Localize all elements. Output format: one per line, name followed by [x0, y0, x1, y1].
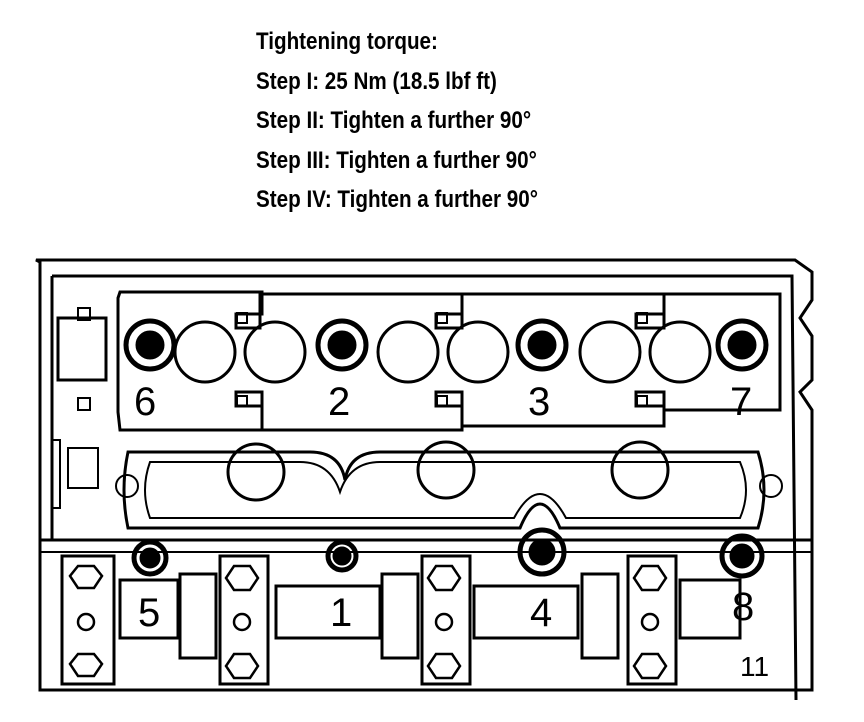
gasket-band-inner	[144, 461, 747, 519]
bolt-number-8: 8	[732, 585, 754, 629]
bolt-number-5: 5	[138, 591, 160, 635]
torque-step-2: Step II: Tighten a further 90°	[256, 107, 532, 134]
gasket-band-outer	[122, 450, 766, 530]
gasket-hole-3	[610, 440, 670, 500]
torque-heading: Tightening torque:	[256, 28, 438, 55]
valve-circles	[173, 320, 712, 384]
head-bolts	[123, 318, 769, 579]
torque-step-3: Step III: Tighten a further 90°	[256, 146, 537, 174]
camshaft-area	[60, 554, 742, 686]
torque-step-4: Step IV: Tighten a further 90°	[256, 186, 538, 213]
torque-step-1: Step I: 25 Nm (18.5 lbf ft)	[256, 67, 497, 95]
gasket-hole-1	[226, 442, 286, 502]
valve-chamber	[116, 290, 782, 432]
bolt-number-2: 2	[328, 380, 350, 424]
bolt-number-6: 6	[134, 380, 156, 424]
bolt-number-1: 1	[330, 591, 352, 635]
corner-mark: 11	[740, 651, 769, 682]
bolt-number-3: 3	[528, 380, 550, 424]
gasket-hole-2	[416, 440, 476, 500]
torque-spec: Tightening torque: Step I: 25 Nm (18.5 l…	[256, 22, 738, 220]
head-outline	[35, 258, 814, 692]
bolt-number-7: 7	[730, 380, 752, 424]
head-inner-edge	[50, 274, 798, 701]
cap-bolts	[68, 564, 668, 680]
bolt-number-4: 4	[530, 591, 552, 635]
left-end-block	[56, 316, 108, 382]
